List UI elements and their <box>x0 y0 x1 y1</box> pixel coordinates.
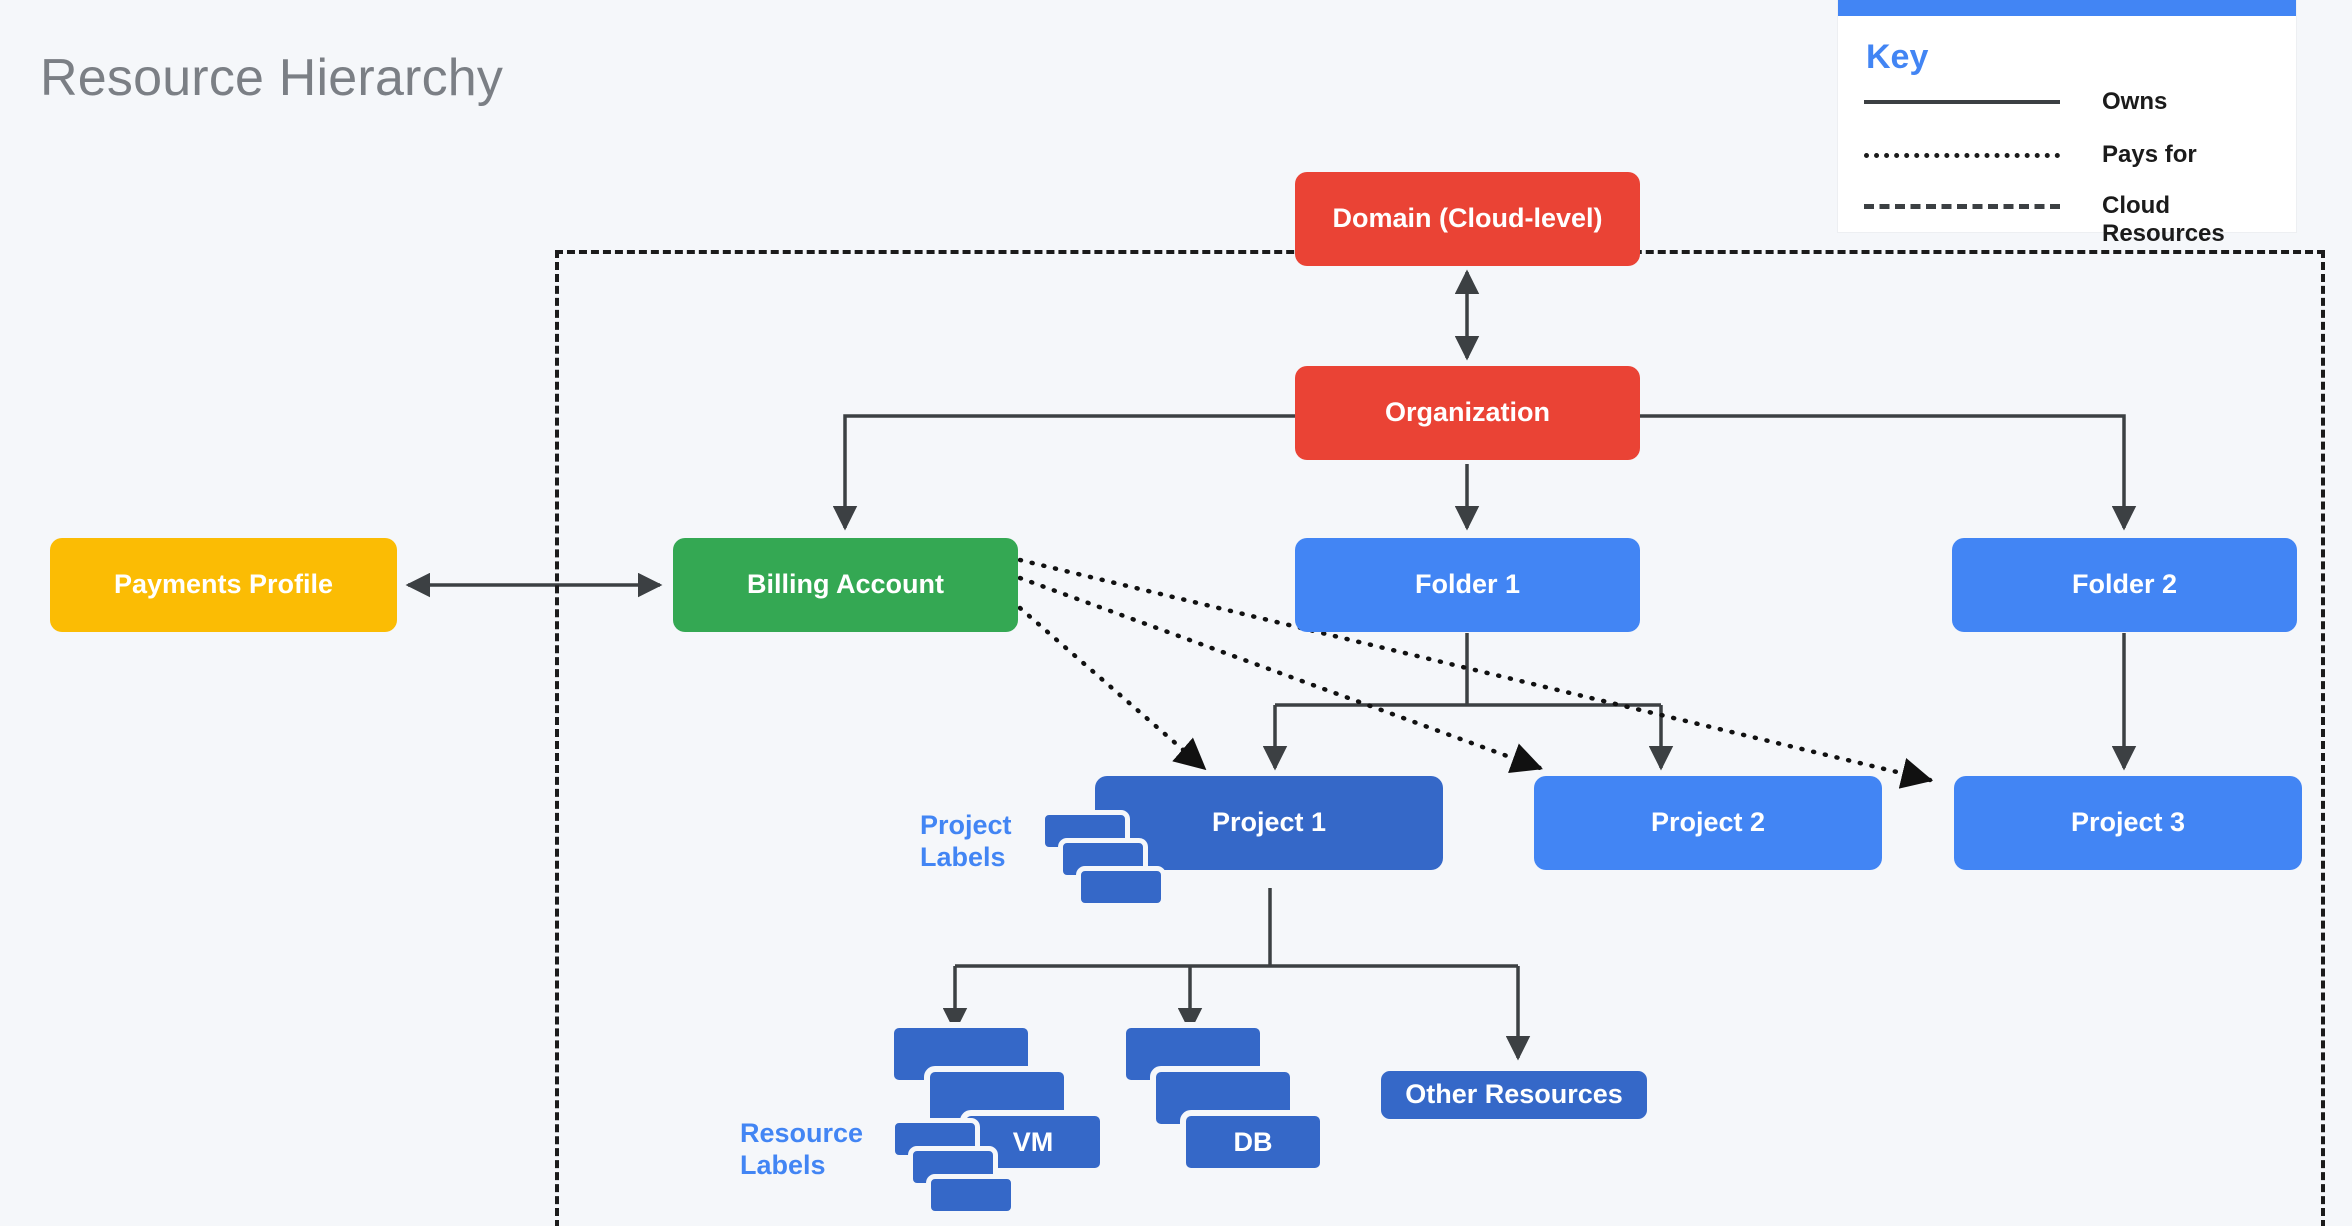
key-label-pays-for: Pays for <box>2102 141 2197 168</box>
node-domain[interactable]: Domain (Cloud-level) <box>1295 172 1640 266</box>
page-title: Resource Hierarchy <box>40 49 504 107</box>
dashed-line-icon <box>1864 204 2060 209</box>
key-row-cloud-resources: Cloud Resources <box>1864 192 2284 249</box>
node-billing-account[interactable]: Billing Account <box>673 538 1018 632</box>
node-folder-1[interactable]: Folder 1 <box>1295 538 1640 632</box>
node-project-3[interactable]: Project 3 <box>1954 776 2302 870</box>
resource-label-card-3 <box>926 1174 1016 1216</box>
project-label-card-3 <box>1076 866 1166 908</box>
node-payments-profile[interactable]: Payments Profile <box>50 538 397 632</box>
node-other-resources[interactable]: Other Resources <box>1374 1064 1654 1126</box>
node-organization[interactable]: Organization <box>1295 366 1640 460</box>
project-labels-line-2: Labels <box>920 841 1006 872</box>
resource-labels-stack[interactable] <box>890 1118 1050 1226</box>
key-row-pays-for: Pays for <box>1864 141 2284 169</box>
key-label-owns: Owns <box>2102 88 2168 115</box>
node-project-1[interactable]: Project 1 <box>1095 776 1443 870</box>
project-labels-label: Project Labels <box>920 810 1040 874</box>
node-folder-2[interactable]: Folder 2 <box>1952 538 2297 632</box>
project-labels-line-1: Project <box>920 810 1012 840</box>
resource-labels-line-2: Labels <box>740 1149 826 1180</box>
resource-labels-line-1: Resource <box>740 1118 864 1148</box>
db-stack[interactable]: DB <box>1120 1022 1360 1222</box>
key-title: Key <box>1866 38 1929 76</box>
key-row-owns: Owns <box>1864 88 2284 116</box>
solid-line-icon <box>1864 100 2060 104</box>
resource-labels-label: Resource Labels <box>740 1118 920 1182</box>
dotted-line-icon <box>1864 153 2060 158</box>
key-legend: Key Owns Pays for Cloud Resources <box>1838 0 2296 247</box>
project-labels-stack[interactable] <box>1040 810 1190 910</box>
db-card-front: DB <box>1180 1110 1326 1174</box>
node-project-2[interactable]: Project 2 <box>1534 776 1882 870</box>
key-label-cloud-resources: Cloud Resources <box>2102 192 2225 248</box>
